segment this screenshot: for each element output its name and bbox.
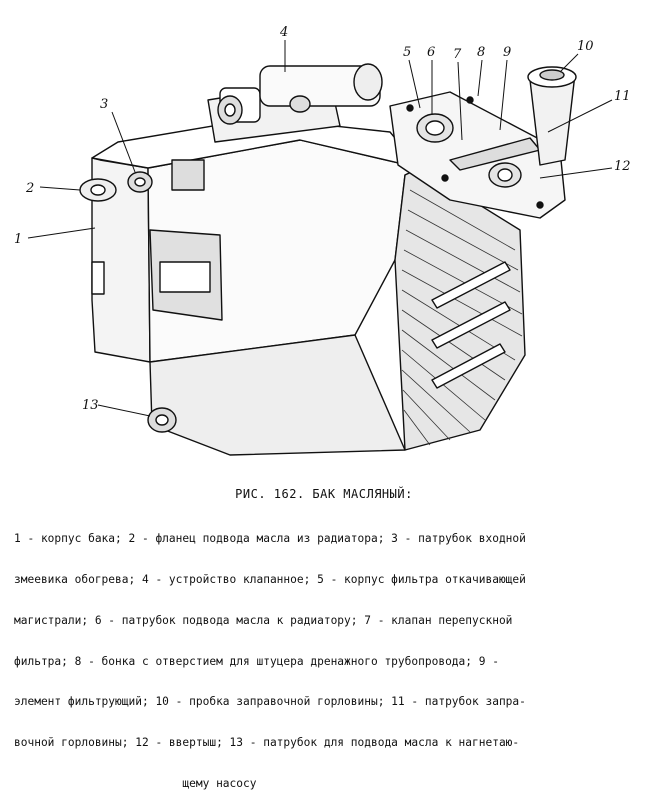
pump-outlet-pipe — [147, 407, 177, 433]
vent-slot-1 — [431, 261, 511, 309]
tank-body-right-side — [394, 167, 526, 451]
figure-caption-title: РИС. 162. БАК МАСЛЯНЫЙ: — [235, 487, 413, 501]
vent-slot-3 — [431, 343, 506, 389]
vent-slot-2 — [431, 301, 511, 349]
callout-7: 7 — [453, 47, 462, 62]
caption-line: элемент фильтрующий; 10 - пробка заправо… — [14, 695, 526, 709]
callout-10: 10 — [577, 39, 594, 54]
caption-line: щему насосу — [14, 776, 257, 790]
caption-line: фильтра; 8 - бонка с отверстием для штуц… — [14, 654, 499, 668]
callout-13: 13 — [82, 398, 99, 413]
callout-5: 5 — [403, 45, 411, 60]
figure-caption-legend: 1 - корпус бака; 2 - фланец подвода масл… — [14, 505, 644, 804]
callout-8: 8 — [477, 45, 485, 60]
front-recess-plate — [159, 261, 211, 293]
callout-11: 11 — [614, 89, 631, 104]
filler-neck — [527, 66, 577, 166]
callout-9: 9 — [503, 45, 511, 60]
caption-line: змеевика обогрева; 4 - устройство клапан… — [14, 572, 526, 586]
callout-1: 1 — [14, 232, 22, 247]
callout-12: 12 — [614, 159, 631, 174]
callout-6: 6 — [427, 45, 435, 60]
oil-tank-drawing: 1 2 3 4 5 6 7 8 9 10 11 12 13 — [14, 25, 631, 456]
caption-line: 1 - корпус бака; 2 - фланец подвода масл… — [14, 532, 526, 546]
radiator-flange — [79, 178, 117, 202]
filter-housing — [389, 91, 566, 219]
heater-inlet-pipe — [127, 171, 153, 193]
callout-2: 2 — [25, 181, 34, 196]
valve-device — [207, 63, 383, 143]
callout-3: 3 — [100, 97, 108, 112]
caption-line: магистрали; 6 - патрубок подвода масла к… — [14, 613, 513, 627]
side-plate — [91, 261, 105, 295]
caption-line: вочной горловины; 12 - ввертыш; 13 - пат… — [14, 736, 520, 750]
callout-4: 4 — [279, 25, 288, 40]
top-plate — [171, 159, 205, 191]
